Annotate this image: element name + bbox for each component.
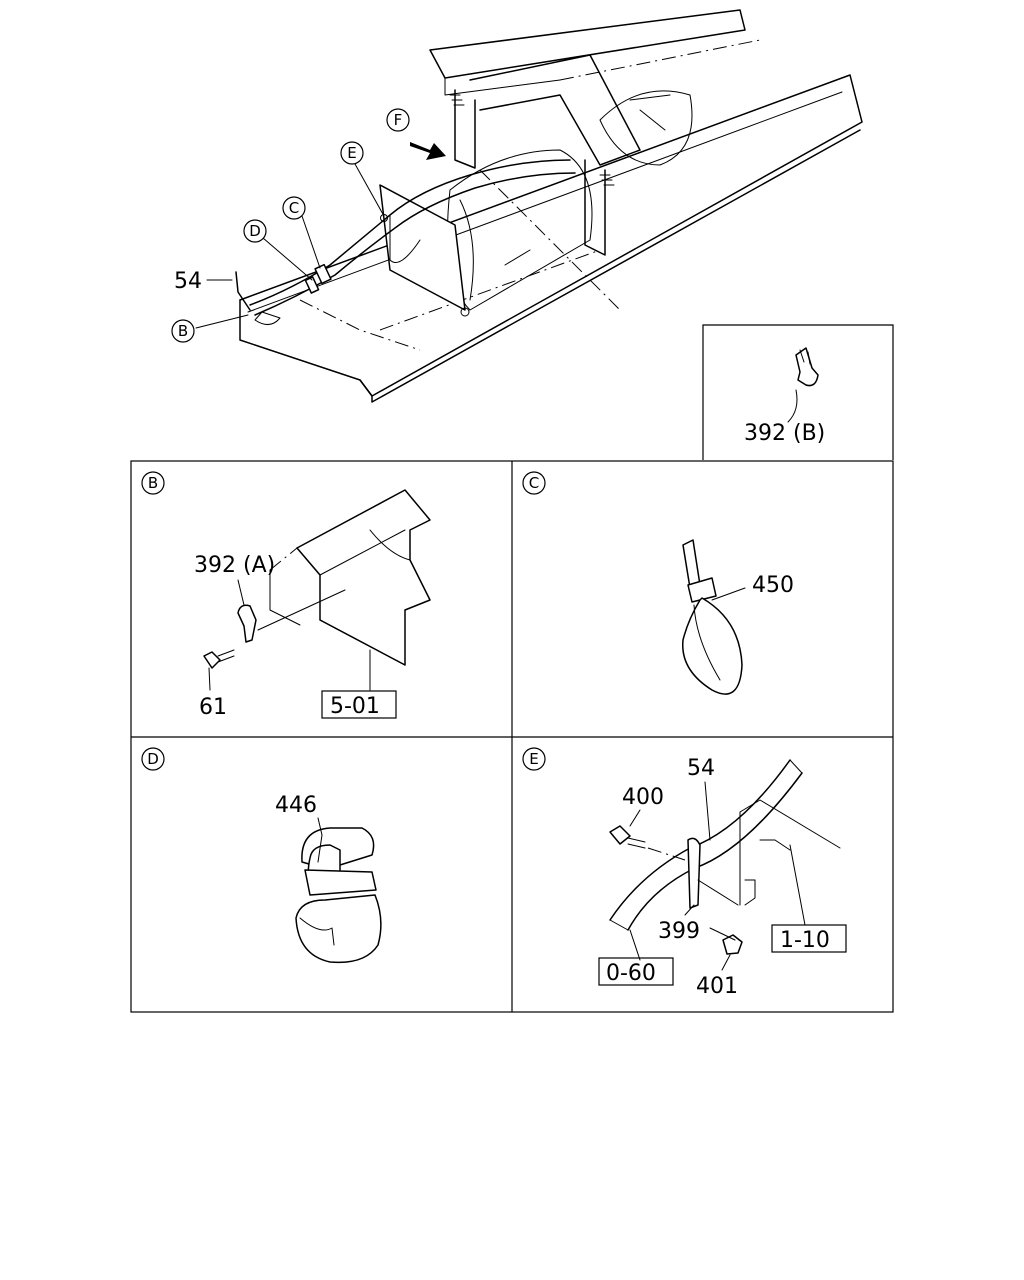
callout-b: B [171,319,195,343]
svg-text:E: E [347,144,356,162]
panel-d: D 446 [141,747,382,964]
panel-e: E 54 400 399 401 0-60 1 [522,747,847,999]
panel-e-letter: E [529,750,538,768]
chassis-overview: F E C D B 54 [171,9,863,403]
part-450-label: 450 [752,573,794,598]
svg-text:5-01: 5-01 [330,694,380,719]
svg-text:C: C [289,199,299,217]
ref-box-0-60: 0-60 [598,957,674,986]
part-401-label: 401 [696,974,738,999]
part-400-label: 400 [622,785,664,810]
panel-b-letter: B [148,474,158,492]
svg-text:0-60: 0-60 [606,961,656,986]
part-392b-label: 392 (B) [744,421,825,446]
ref-box-5-01: 5-01 [321,690,397,719]
part-392a-label: 392 (A) [194,553,275,578]
panel-b: B 392 (A) 61 5-01 [141,471,431,720]
part-399-label: 399 [658,919,700,944]
ref-box-1-10: 1-10 [771,924,847,953]
part-446-label: 446 [275,793,317,818]
svg-text:D: D [249,222,261,240]
detail-grid [130,460,894,1013]
svg-text:F: F [394,111,403,129]
callout-c: C [282,196,306,220]
svg-text:1-10: 1-10 [780,928,830,953]
inset-panel: 392 (B) [702,324,894,460]
callout-f: F [386,108,410,132]
callout-e: E [340,141,364,165]
part-54-label: 54 [174,269,202,294]
panel-d-letter: D [147,750,159,768]
part-54-detail-label: 54 [687,756,715,781]
panel-c: C 450 [522,471,794,695]
svg-text:B: B [178,322,188,340]
part-61-label: 61 [199,695,227,720]
callout-d: D [243,219,267,243]
panel-c-letter: C [529,474,539,492]
